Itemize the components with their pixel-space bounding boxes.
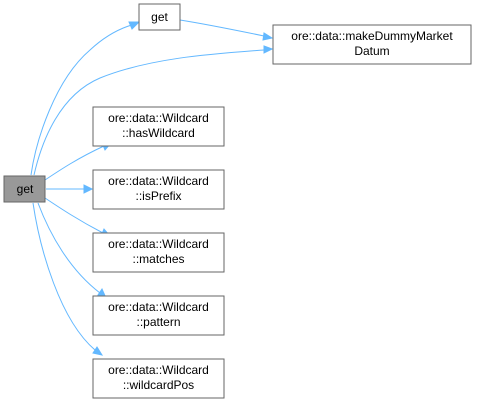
node-get-label: get	[151, 10, 168, 24]
node-get-current-label: get	[17, 182, 34, 196]
node-is-prefix-label-line2: ::isPrefix	[135, 189, 181, 203]
nodes: get get ore::data::makeDummyMarket Datum…	[3, 3, 472, 399]
node-make-dummy-label-line2: Datum	[354, 44, 389, 58]
node-make-dummy-label-line1: ore::data::makeDummyMarket	[291, 29, 453, 43]
edge-get-to-get	[30, 21, 141, 176]
node-wildcard-pos-label-line1: ore::data::Wildcard	[108, 363, 209, 377]
node-matches-label-line2: ::matches	[132, 252, 184, 266]
node-make-dummy-market-datum[interactable]: ore::data::makeDummyMarket Datum	[272, 24, 472, 65]
node-matches-label-line1: ore::data::Wildcard	[108, 237, 209, 251]
node-wildcard-matches[interactable]: ore::data::Wildcard ::matches	[92, 232, 225, 273]
edge-get-to-make-dummy-direct	[33, 45, 274, 176]
node-wildcard-wildcard-pos[interactable]: ore::data::Wildcard ::wildcardPos	[92, 358, 225, 399]
node-has-wildcard-label-line1: ore::data::Wildcard	[108, 111, 209, 125]
edge-get-to-is-prefix	[46, 184, 94, 194]
node-wildcard-has-wildcard[interactable]: ore::data::Wildcard ::hasWildcard	[92, 106, 225, 147]
node-get-current[interactable]: get	[3, 175, 46, 203]
node-pattern-label-line1: ore::data::Wildcard	[108, 300, 209, 314]
node-wildcard-pos-label-line2: ::wildcardPos	[123, 378, 194, 392]
node-get[interactable]: get	[138, 3, 181, 31]
edge-get-to-wildcard-pos	[32, 202, 104, 356]
node-pattern-label-line2: ::pattern	[136, 315, 180, 329]
node-has-wildcard-label-line2: ::hasWildcard	[122, 126, 195, 140]
node-wildcard-pattern[interactable]: ore::data::Wildcard ::pattern	[92, 295, 225, 336]
edge-get-to-make-dummy	[179, 19, 274, 41]
node-wildcard-is-prefix[interactable]: ore::data::Wildcard ::isPrefix	[92, 169, 225, 210]
node-is-prefix-label-line1: ore::data::Wildcard	[108, 174, 209, 188]
